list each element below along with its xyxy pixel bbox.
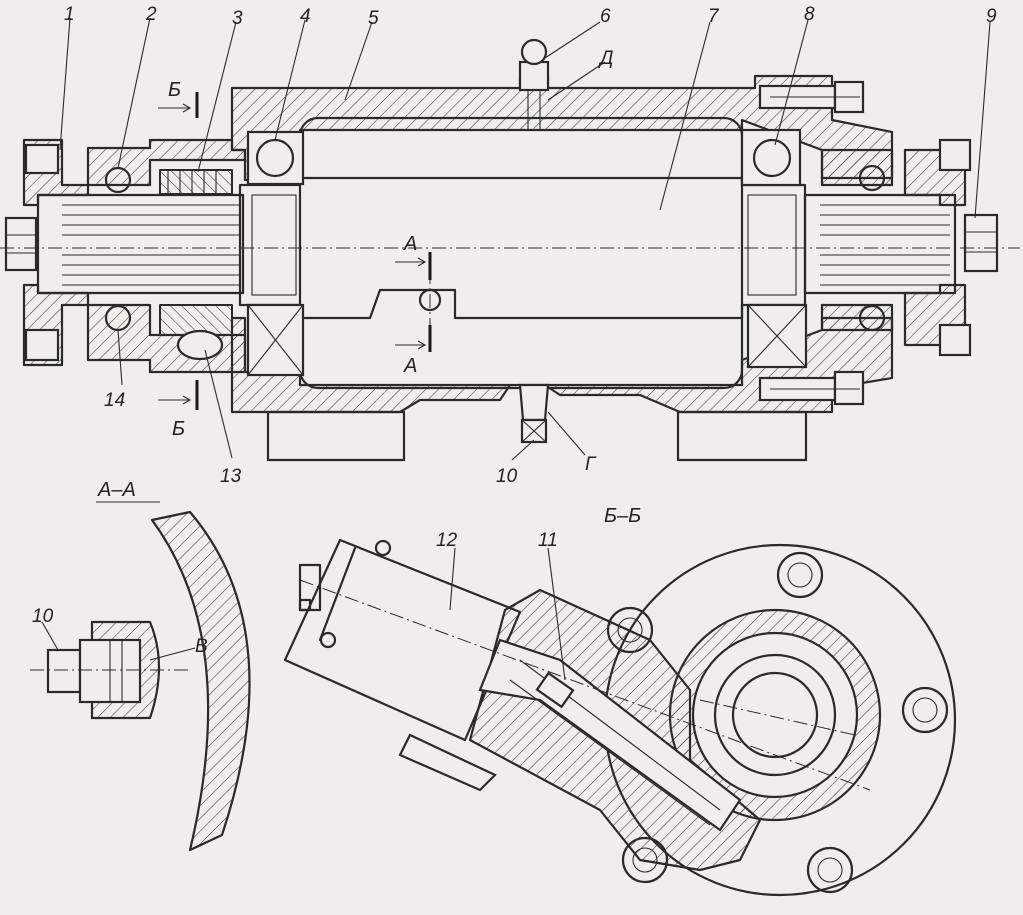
bb-spline-inner (731, 671, 819, 759)
section-mark-a-bottom: А (403, 355, 417, 377)
left-bearing-race (251, 194, 297, 296)
callout-8: 8 (804, 4, 815, 25)
bb-pump-internals (478, 638, 742, 832)
section-b-b-view (283, 538, 957, 897)
section-title-b: Б–Б (604, 505, 641, 527)
callout-14: 14 (104, 390, 125, 411)
callout-13: 13 (220, 466, 242, 487)
inner-cavity (298, 116, 744, 390)
right-top-bolt (758, 80, 865, 114)
aa-drain-plug (46, 638, 142, 704)
callout-10-main: 10 (496, 466, 518, 487)
callout-leaders (59, 17, 991, 461)
left-flange-bolt-bottom (24, 328, 60, 362)
bb-motor (283, 538, 522, 742)
callout-4: 4 (300, 6, 311, 27)
section-mark-a-top: А (403, 233, 417, 255)
bb-hub-inner (691, 631, 859, 799)
section-a-a-view (30, 510, 251, 852)
drain-plug (518, 383, 550, 444)
right-seal-bottom (858, 304, 886, 332)
callout-3: 3 (232, 8, 243, 29)
section-cut-b (158, 92, 199, 410)
housing-foot-right (676, 410, 808, 462)
right-roller-cross (747, 304, 807, 368)
bb-bolt-3 (901, 686, 949, 734)
section-title-a: А–А (97, 479, 136, 501)
callout-10-aa: 10 (32, 606, 54, 627)
section-mark-b-top: Б (168, 79, 181, 101)
right-cover-bottom (820, 303, 894, 332)
right-cover (820, 148, 894, 187)
right-seal-top (858, 164, 886, 192)
section-cut-a (395, 252, 432, 352)
housing-foot-left (266, 410, 406, 462)
callout-2: 2 (145, 4, 157, 25)
callout-9: 9 (986, 6, 997, 27)
main-section-view (0, 38, 1020, 462)
left-flange-bolt-top (24, 143, 60, 175)
right-flange-bolt-top (938, 138, 972, 172)
right-bottom-bolt (758, 370, 865, 406)
worm-gear (159, 169, 233, 361)
section-mark-b-bottom: Б (172, 418, 185, 440)
bb-bolt-1 (776, 551, 824, 599)
bb-bolt-5 (806, 846, 854, 894)
callout-11: 11 (538, 530, 558, 551)
callout-5: 5 (368, 8, 379, 29)
callout-d: Д (598, 48, 613, 69)
callout-12: 12 (436, 530, 458, 551)
bb-bracket (398, 733, 497, 792)
right-ball (752, 138, 792, 178)
callout-1: 1 (64, 4, 75, 25)
right-end-nut (963, 213, 999, 273)
left-end-nut (4, 216, 38, 272)
callout-6: 6 (600, 6, 611, 27)
right-flange-bolt-bottom (938, 323, 972, 357)
right-output-shaft (803, 193, 957, 295)
right-bearing-race (747, 194, 797, 296)
left-roller-cross (247, 304, 304, 376)
left-output-shaft (36, 193, 245, 295)
grease-fitting (518, 38, 550, 130)
callout-labels: 1 2 3 4 5 6 Д 7 8 9 14 13 10 Г 12 11 10 … (32, 4, 997, 657)
bb-spline-outer (713, 653, 837, 777)
callout-7: 7 (708, 6, 720, 27)
aa-housing-arc (150, 510, 251, 852)
callout-g: Г (585, 454, 597, 475)
